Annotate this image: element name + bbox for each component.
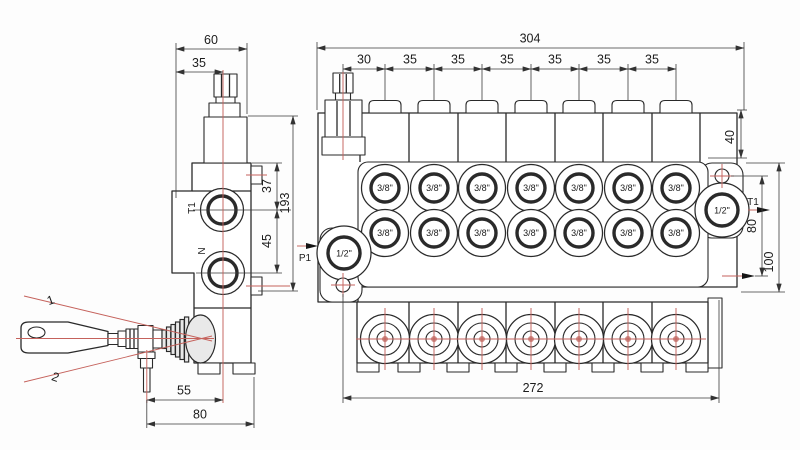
work-port: 3/8" xyxy=(409,208,459,258)
work-port-size: 3/8" xyxy=(426,183,442,193)
dim-272: 272 xyxy=(523,381,544,395)
dim-35: 35 xyxy=(645,53,659,67)
control-lever xyxy=(20,321,163,393)
inlet-flow-label: P1 xyxy=(297,243,318,264)
work-port-size: 3/8" xyxy=(620,228,636,238)
lever-pos-2-label: 2 xyxy=(50,369,61,385)
dim-35: 35 xyxy=(597,53,611,67)
work-port: 3/8" xyxy=(360,163,410,213)
work-port: 3/8" xyxy=(554,163,604,213)
dim-100: 100 xyxy=(762,252,776,273)
port-n-label: N xyxy=(197,247,208,254)
foot-tab xyxy=(232,362,256,375)
work-port-size: 3/8" xyxy=(377,228,393,238)
section-cap xyxy=(514,99,548,114)
side-view: T1 N 1 xyxy=(16,33,298,428)
outlet-flow-label: T1 xyxy=(747,197,770,213)
work-port-size: 3/8" xyxy=(426,228,442,238)
work-port-size: 3/8" xyxy=(523,183,539,193)
work-port-size: 3/8" xyxy=(377,183,393,193)
lever-boot xyxy=(161,314,217,364)
work-port-size: 3/8" xyxy=(620,183,636,193)
dim-193: 193 xyxy=(278,193,292,214)
section-dividers xyxy=(359,113,701,162)
p1-label: P1 xyxy=(299,253,312,264)
front-view: 3/8" 3/8" 3/8" 3/8" 3/8" 3/8" 3/8" 3/8" … xyxy=(297,32,785,403)
section-caps xyxy=(368,99,693,114)
work-port: 3/8" xyxy=(506,163,556,213)
outlet-port-size: 1/2" xyxy=(714,206,730,216)
end-flange xyxy=(707,297,723,369)
dim-304: 304 xyxy=(520,32,541,46)
section-cap xyxy=(659,99,693,114)
mounting-hole xyxy=(331,273,355,297)
work-port: 3/8" xyxy=(360,208,410,258)
foot-tab xyxy=(197,362,221,375)
dim-45: 45 xyxy=(260,234,274,248)
work-port: 3/8" xyxy=(603,208,653,258)
dim-80-front: 80 xyxy=(745,219,759,233)
section-cap xyxy=(465,99,499,114)
front-view-dimensions: 304 30 35 35 35 35 35 35 40 xyxy=(316,32,785,403)
inlet-port-p1: 1/2" xyxy=(316,225,372,281)
work-port-size: 3/8" xyxy=(571,183,587,193)
work-port-size: 3/8" xyxy=(668,228,684,238)
side-view-dimensions: 60 35 37 45 193 55 80 xyxy=(146,33,298,428)
inlet-port-size: 1/2" xyxy=(336,249,352,259)
work-port: 3/8" xyxy=(651,163,701,213)
work-port: 3/8" xyxy=(457,163,507,213)
dim-35: 35 xyxy=(403,53,417,67)
mounting-hole xyxy=(710,164,734,188)
work-port: 3/8" xyxy=(457,208,507,258)
outlet-port-t1: 1/2" xyxy=(694,182,750,238)
dim-35: 35 xyxy=(451,53,465,67)
dim-37: 37 xyxy=(260,179,274,193)
port-t1-label: T1 xyxy=(187,202,198,214)
bottom-spool-caps xyxy=(356,297,723,373)
section-cap xyxy=(368,99,402,114)
work-port-size: 3/8" xyxy=(523,228,539,238)
dim-35: 35 xyxy=(548,53,562,67)
work-port: 3/8" xyxy=(651,208,701,258)
dim-35-side: 35 xyxy=(192,56,206,70)
lever-pos-1-label: 1 xyxy=(45,292,56,308)
section-cap xyxy=(417,99,451,114)
work-port-size: 3/8" xyxy=(474,228,490,238)
section-cap xyxy=(611,99,645,114)
work-port: 3/8" xyxy=(506,208,556,258)
dim-80-side: 80 xyxy=(193,408,207,422)
work-port-size: 3/8" xyxy=(474,183,490,193)
work-port-size: 3/8" xyxy=(668,183,684,193)
dim-30: 30 xyxy=(357,53,371,67)
dim-55: 55 xyxy=(177,384,191,398)
lever-handle-hole xyxy=(27,326,46,339)
work-ports-bottom-row: 3/8" 3/8" 3/8" 3/8" 3/8" 3/8" 3/8" xyxy=(360,208,701,258)
dim-35: 35 xyxy=(500,53,514,67)
work-port: 3/8" xyxy=(554,208,604,258)
work-ports-top-row: 3/8" 3/8" 3/8" 3/8" 3/8" 3/8" 3/8" xyxy=(360,163,701,213)
t1-label: T1 xyxy=(747,197,759,208)
relief-valve-front xyxy=(321,72,366,156)
dim-60: 60 xyxy=(204,33,218,47)
work-port: 3/8" xyxy=(409,163,459,213)
work-port: 3/8" xyxy=(603,163,653,213)
dim-40: 40 xyxy=(723,130,737,144)
section-cap xyxy=(562,99,596,114)
relief-screw-side xyxy=(203,73,248,164)
work-port-size: 3/8" xyxy=(571,228,587,238)
